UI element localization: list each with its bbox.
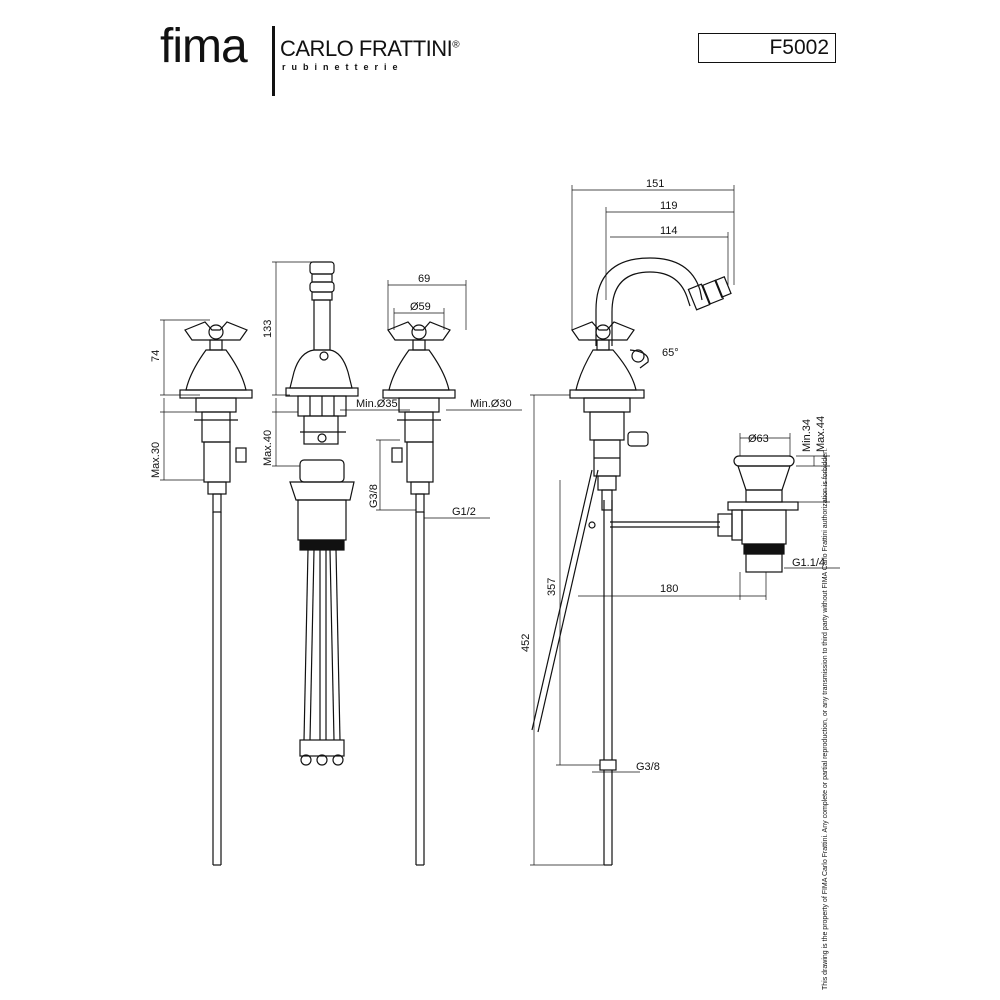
dim-min34: Min.34 <box>801 419 813 452</box>
dim-74: 74 <box>150 350 162 362</box>
dim-114: 114 <box>660 225 678 237</box>
logo-carlo-frattini: CARLO FRATTINI® <box>280 36 460 61</box>
dim-min35: Min.Ø35 <box>356 398 398 410</box>
dim-g38-right: G3/8 <box>636 761 660 773</box>
dim-g12: G1/2 <box>452 506 476 518</box>
left-valve <box>160 319 253 866</box>
product-code: F5002 <box>769 36 829 59</box>
dim-69: 69 <box>418 273 430 285</box>
logo-fima-text: fima <box>160 20 248 73</box>
logo-divider <box>272 26 275 96</box>
disclaimer-text: This drawing is the property of FIMA Car… <box>822 448 829 990</box>
right-valve <box>376 280 522 866</box>
brand-logo: fima CARLO FRATTINI® rubinetterie <box>160 22 460 100</box>
dim-357: 357 <box>546 578 558 596</box>
dim-min30: Min.Ø30 <box>470 398 512 410</box>
dimension-labels: 74 Max.30 133 Max.40 Min.Ø35 69 Ø59 Min.… <box>150 178 827 773</box>
product-code-box: F5002 <box>698 33 836 63</box>
dim-133: 133 <box>262 320 274 338</box>
dim-119: 119 <box>660 200 678 212</box>
spout-front <box>272 261 410 766</box>
dim-63: Ø63 <box>748 433 769 445</box>
logo-tagline: rubinetterie <box>282 62 404 72</box>
side-view <box>530 185 840 866</box>
dim-g114: G1.1/4 <box>792 557 825 569</box>
dim-59: Ø59 <box>410 301 431 313</box>
dim-151: 151 <box>646 178 664 190</box>
dim-180: 180 <box>660 583 678 595</box>
dim-max44: Max.44 <box>815 416 827 452</box>
dim-452: 452 <box>520 634 532 652</box>
dim-65deg: 65° <box>662 347 679 359</box>
dim-max40: Max.40 <box>262 430 274 466</box>
dim-max30: Max.30 <box>150 442 162 478</box>
dim-g38-left: G3/8 <box>368 484 380 508</box>
